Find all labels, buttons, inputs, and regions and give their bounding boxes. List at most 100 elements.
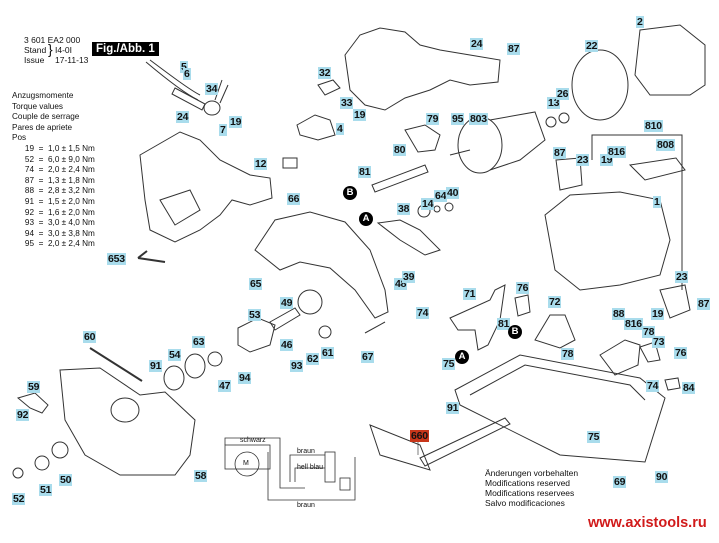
part-label[interactable]: 91 [446,402,460,414]
part-label[interactable]: 32 [318,67,332,79]
part-label[interactable]: 60 [83,331,97,343]
part-label[interactable]: 75 [587,431,601,443]
part-label[interactable]: 13 [547,97,561,109]
part-label[interactable]: 50 [59,474,73,486]
part-label[interactable]: 66 [287,193,301,205]
part-label[interactable]: 61 [321,347,335,359]
part-label[interactable]: 23 [576,154,590,166]
part-label[interactable]: 24 [470,38,484,50]
note-fr: Modifications reservees [485,488,575,498]
part-label[interactable]: 84 [682,382,696,394]
part-label[interactable]: 808 [656,139,675,151]
part-label[interactable]: 49 [280,297,294,309]
part-label[interactable]: 81 [358,166,372,178]
part-label[interactable]: 51 [39,484,53,496]
torque-row: 87=1,3 ± 1,8 Nm [12,176,95,187]
part-label[interactable]: 79 [426,113,440,125]
part-label-highlighted[interactable]: 660 [410,430,429,442]
roller-61 [318,325,332,339]
part-label[interactable]: 94 [238,372,252,384]
part-label[interactable]: 67 [361,351,375,363]
part-label[interactable]: 65 [249,278,263,290]
part-label[interactable]: 2 [636,16,644,28]
power-cable [149,59,201,96]
part-label[interactable]: 38 [397,203,411,215]
part-label[interactable]: 7 [219,124,227,136]
part-label[interactable]: 34 [205,83,219,95]
segment-72 [534,314,576,349]
torque-pos: 52 [24,154,34,164]
part-label[interactable]: 6 [183,68,191,80]
part-label[interactable]: 90 [655,471,669,483]
part-label[interactable]: 88 [612,308,626,320]
part-label[interactable]: 53 [248,309,262,321]
part-label[interactable]: 87 [697,298,711,310]
part-label[interactable]: 47 [218,380,232,392]
carbon-brush [282,157,298,169]
motor-box [224,444,271,470]
part-label[interactable]: 39 [402,271,416,283]
torque-title-de: Anzugsmomente [12,91,74,100]
part-label[interactable]: 653 [107,253,126,265]
brace-icon: } [48,41,53,57]
part-label[interactable]: 59 [27,381,41,393]
bearing-13 [545,116,557,128]
part-label[interactable]: 76 [516,282,530,294]
part-label[interactable]: 92 [16,409,30,421]
part-label[interactable]: 816 [607,146,626,158]
part-label[interactable]: 52 [12,493,26,505]
part-label[interactable]: 87 [507,43,521,55]
part-label[interactable]: 46 [280,339,294,351]
part-label[interactable]: 40 [446,187,460,199]
part-label[interactable]: 24 [176,111,190,123]
part-label[interactable]: 95 [451,113,465,125]
part-label[interactable]: 810 [644,120,663,132]
base-plate-rim [469,364,646,401]
part-label[interactable]: 54 [168,349,182,361]
part-label[interactable]: 75 [442,358,456,370]
torque-row: 88=2,8 ± 3,2 Nm [12,186,95,197]
part-label[interactable]: 816 [624,318,643,330]
part-label[interactable]: 63 [192,336,206,348]
part-label[interactable]: 74 [416,307,430,319]
part-label[interactable]: 73 [652,336,666,348]
lever-79 [404,124,441,153]
part-label[interactable]: 80 [393,144,407,156]
part-label[interactable]: 22 [585,40,599,52]
part-label[interactable]: 62 [306,353,320,365]
torque-pos: 92 [24,207,34,217]
part-label[interactable]: 76 [674,347,688,359]
callout-b: B [508,325,522,339]
part-label[interactable]: 4 [336,123,344,135]
part-label[interactable]: 19 [353,109,367,121]
torque-equals: = [38,143,44,153]
part-label[interactable]: 58 [194,470,208,482]
part-label[interactable]: 81 [497,318,511,330]
part-label[interactable]: 87 [553,147,567,159]
part-label[interactable]: 74 [646,380,660,392]
part-label[interactable]: 1 [653,196,661,208]
part-label[interactable]: 12 [254,158,268,170]
part-label[interactable]: 5 [180,61,188,73]
callout-a: A [455,350,469,364]
flange-50 [51,441,69,459]
watermark-url[interactable]: www.axistools.ru [588,515,707,531]
part-label[interactable]: 803 [469,113,488,125]
part-label[interactable]: 14 [421,198,435,210]
part-label[interactable]: 91 [149,360,163,372]
part-label[interactable]: 72 [548,296,562,308]
part-label[interactable]: 69 [613,476,627,488]
torque-value: 6,0 ± 9,0 Nm [48,154,95,164]
part-label[interactable]: 78 [561,348,575,360]
part-label[interactable]: 78 [642,326,656,338]
part-label[interactable]: 93 [290,360,304,372]
part-label[interactable]: 33 [340,97,354,109]
motor-symbol [234,451,260,477]
part-label[interactable]: 19 [229,116,243,128]
torque-row: 93=3,0 ± 4,0 Nm [12,218,95,229]
part-label[interactable]: 23 [675,271,689,283]
part-label[interactable]: 26 [556,88,570,100]
part-label[interactable]: 71 [463,288,477,300]
part-label[interactable]: 64 [434,190,448,202]
part-label[interactable]: 19 [651,308,665,320]
